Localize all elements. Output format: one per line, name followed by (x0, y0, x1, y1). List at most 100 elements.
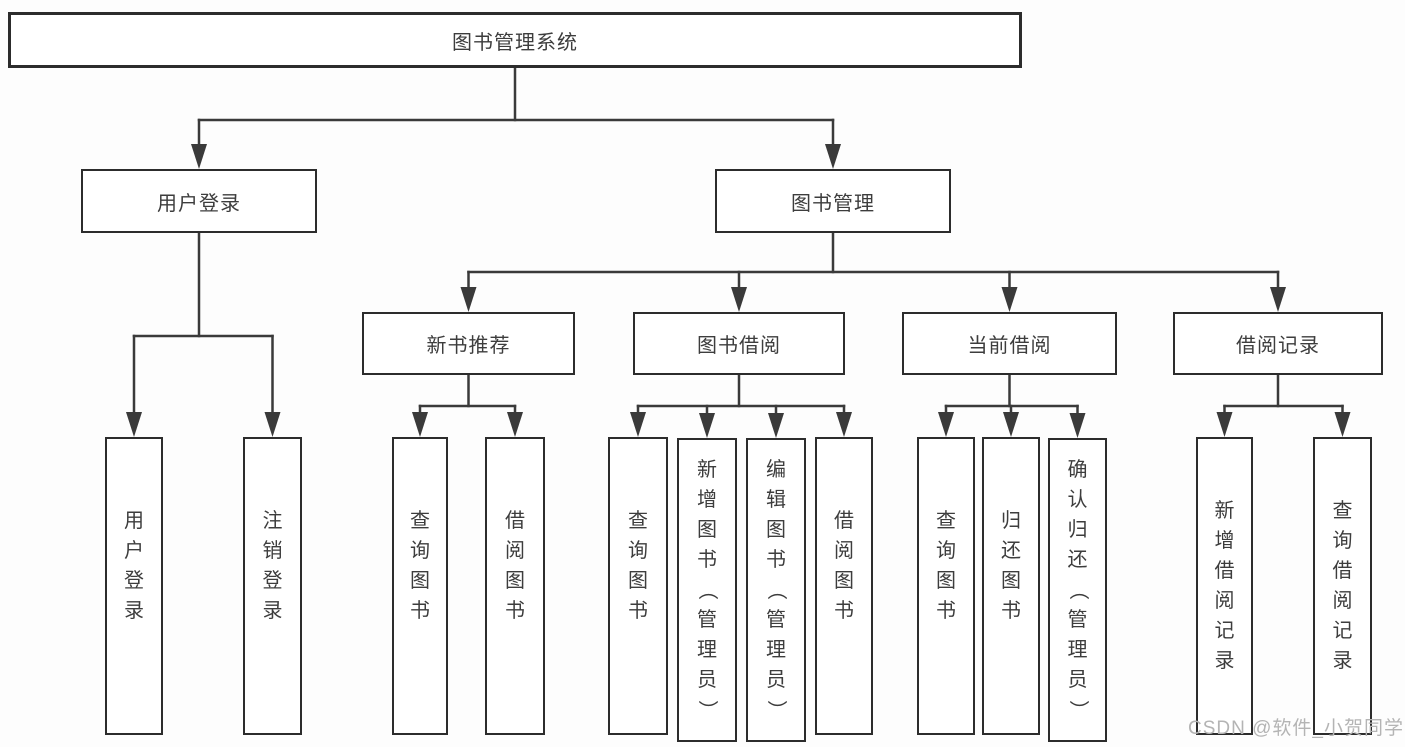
label-char: 书 (505, 600, 525, 622)
label-char: 归 (1001, 510, 1021, 532)
node-leaf-return: 归还图书 (982, 437, 1040, 735)
node-borrow-records: 借阅记录 (1173, 312, 1383, 375)
label-char: 录 (124, 600, 144, 622)
label-char: 借 (834, 510, 854, 532)
node-label: 新书推荐 (426, 335, 511, 357)
label-char: 辑 (766, 489, 786, 511)
node-label-vertical: 新增图书（管理员） (696, 455, 718, 725)
label-char: 记 (1332, 620, 1353, 642)
label-char: ） (765, 700, 787, 720)
label-char: 归 (1067, 519, 1088, 541)
label-char: 图 (697, 519, 717, 541)
node-label-vertical: 借阅图书 (834, 506, 854, 626)
node-leaf-confirm: 确认归还（管理员） (1048, 438, 1107, 742)
node-leaf-add-book: 新增图书（管理员） (677, 438, 737, 742)
label-char: 查 (410, 510, 430, 532)
label-char: 销 (262, 540, 283, 562)
node-label-vertical: 查询借阅记录 (1333, 496, 1353, 676)
label-char: 图 (1001, 570, 1021, 592)
label-char: 询 (936, 540, 956, 562)
label-char: 新 (1214, 500, 1235, 522)
node-label-vertical: 查询图书 (410, 506, 430, 626)
label-char: 录 (262, 600, 283, 622)
label-char: 确 (1067, 459, 1088, 481)
node-new-book-rec: 新书推荐 (362, 312, 575, 375)
label-char: 录 (1214, 650, 1235, 672)
label-char: 借 (1332, 560, 1353, 582)
label-char: 书 (834, 600, 854, 622)
node-label: 借阅记录 (1236, 335, 1320, 357)
label-char: （ (765, 580, 787, 600)
label-char: 还 (1001, 540, 1021, 562)
label-char: 图 (834, 570, 854, 592)
node-current-borrow: 当前借阅 (902, 312, 1117, 375)
node-label-vertical: 归还图书 (1001, 506, 1021, 626)
label-char: 用 (124, 510, 144, 532)
label-char: 借 (505, 510, 525, 532)
node-label-vertical: 查询图书 (936, 506, 956, 626)
label-char: 理 (1067, 639, 1088, 661)
label-char: 询 (1332, 530, 1353, 552)
label-char: 增 (697, 489, 717, 511)
label-char: 询 (628, 540, 648, 562)
label-char: 注 (262, 510, 283, 532)
node-leaf-user-login: 用户登录 (105, 437, 163, 735)
node-label: 用户登录 (157, 192, 241, 215)
label-char: 管 (697, 609, 717, 631)
node-label: 当前借阅 (967, 335, 1052, 357)
node-label-vertical: 编辑图书（管理员） (765, 455, 787, 725)
node-label-vertical: 注销登录 (263, 506, 283, 626)
label-char: 书 (697, 549, 717, 571)
label-char: 书 (628, 600, 648, 622)
node-leaf-query-1: 查询图书 (392, 437, 448, 735)
label-char: 户 (124, 540, 144, 562)
node-label-vertical: 查询图书 (628, 506, 648, 626)
node-label-vertical: 用户登录 (124, 506, 144, 626)
label-char: 还 (1067, 549, 1088, 571)
label-char: 登 (124, 570, 144, 592)
label-char: 图 (936, 570, 956, 592)
node-leaf-logout: 注销登录 (243, 437, 302, 735)
label-char: 阅 (505, 540, 525, 562)
label-char: 阅 (834, 540, 854, 562)
node-book-mgmt: 图书管理 (715, 169, 951, 233)
node-user-login: 用户登录 (81, 169, 317, 233)
label-char: 图 (766, 519, 786, 541)
label-char: ） (696, 700, 718, 720)
label-char: 查 (1332, 500, 1353, 522)
label-char: 图 (410, 570, 430, 592)
label-char: 员 (697, 669, 717, 691)
node-system: 图书管理系统 (8, 12, 1022, 68)
label-char: 记 (1214, 620, 1235, 642)
label-char: 员 (1067, 669, 1088, 691)
node-leaf-borrow-1: 借阅图书 (485, 437, 545, 735)
label-char: 认 (1067, 489, 1088, 511)
label-char: 查 (628, 510, 648, 532)
node-leaf-query-2: 查询图书 (608, 437, 668, 735)
label-char: 询 (410, 540, 430, 562)
label-char: 查 (936, 510, 956, 532)
node-leaf-edit-book: 编辑图书（管理员） (746, 438, 806, 742)
label-char: 阅 (1214, 590, 1235, 612)
label-char: 图 (628, 570, 648, 592)
label-char: 书 (1001, 600, 1021, 622)
label-char: 图 (505, 570, 525, 592)
label-char: （ (696, 580, 718, 600)
label-char: 借 (1214, 560, 1235, 582)
node-leaf-query-rec: 查询借阅记录 (1313, 437, 1372, 735)
node-leaf-borrow-2: 借阅图书 (815, 437, 873, 735)
label-char: 增 (1214, 530, 1235, 552)
label-char: 书 (410, 600, 430, 622)
node-label: 图书管理系统 (452, 31, 578, 54)
node-label: 图书管理 (791, 192, 875, 215)
label-char: 书 (936, 600, 956, 622)
label-char: 录 (1332, 650, 1353, 672)
node-leaf-query-3: 查询图书 (917, 437, 975, 735)
node-label-vertical: 确认归还（管理员） (1067, 455, 1089, 725)
label-char: 编 (766, 459, 786, 481)
node-label: 图书借阅 (697, 335, 781, 357)
label-char: 书 (766, 549, 786, 571)
label-char: 理 (766, 639, 786, 661)
label-char: 新 (697, 459, 717, 481)
